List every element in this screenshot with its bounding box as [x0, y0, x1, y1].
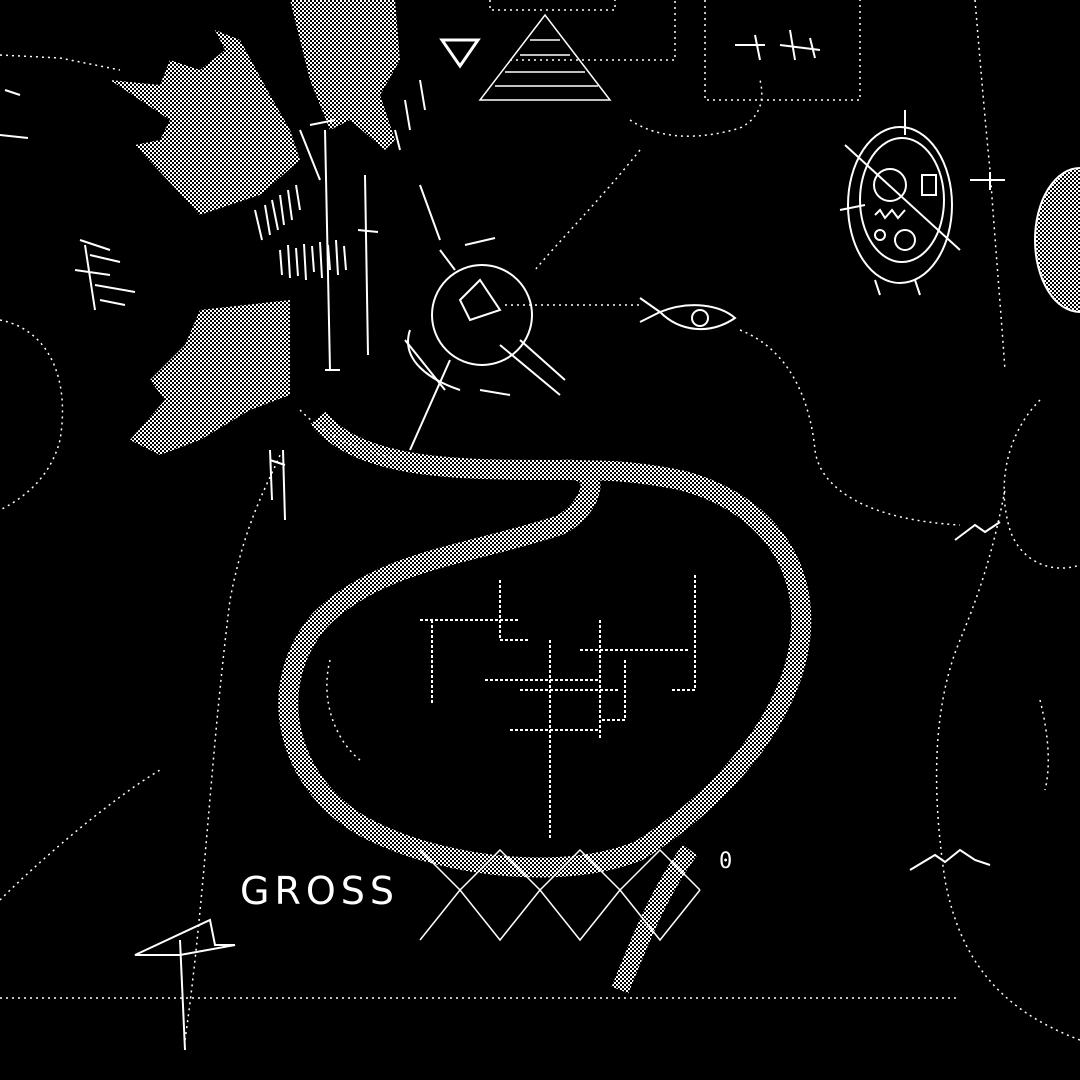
poles — [269, 79, 426, 521]
lattice — [419, 848, 701, 942]
ribbon-path — [278, 411, 812, 878]
score-counter: 0 — [719, 849, 733, 874]
fence — [970, 172, 1005, 190]
terrain-lines — [0, 0, 1080, 1041]
egg-creature-icon[interactable] — [839, 110, 961, 296]
title-gross-label: GROSS — [240, 869, 400, 913]
flag-icon[interactable] — [134, 918, 236, 1051]
pyramid-icon[interactable] — [478, 13, 612, 101]
triangle-down-icon[interactable] — [439, 38, 481, 69]
jagged-shape-lower — [130, 300, 290, 455]
ribbon-tail — [611, 844, 698, 994]
jagged-shape-upper — [110, 30, 300, 215]
rune-structure — [420, 575, 696, 840]
crosshair-orb-icon[interactable] — [404, 184, 566, 451]
scribbles — [0, 29, 1001, 871]
eye-icon[interactable] — [639, 297, 737, 330]
jagged-shape-top — [290, 0, 400, 150]
egg-edge — [1034, 167, 1080, 313]
scribble-bars — [254, 184, 347, 281]
